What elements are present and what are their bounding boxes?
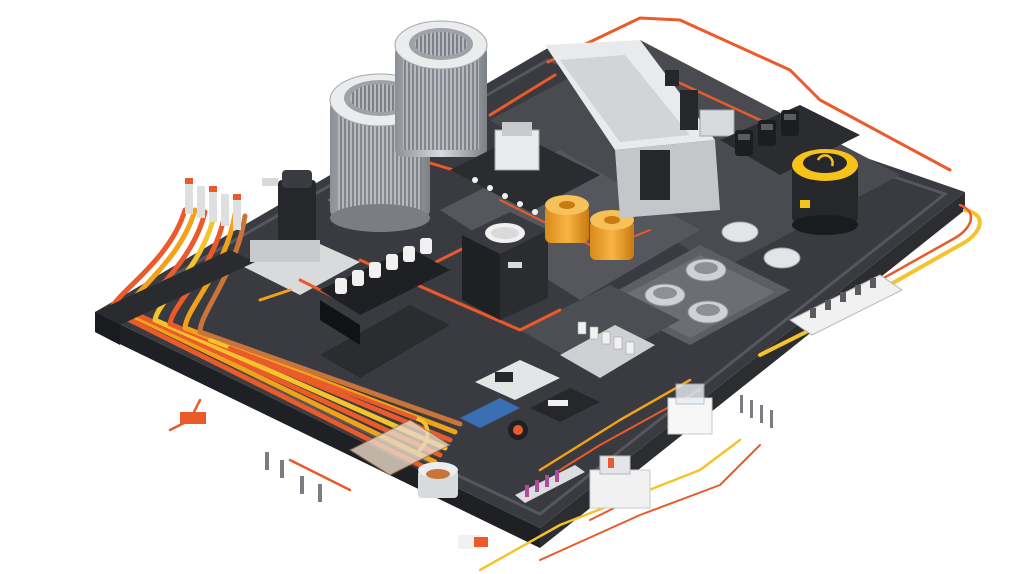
power-rail: [95, 250, 450, 378]
board-side-right: [540, 192, 965, 548]
control-housing: [545, 40, 735, 218]
transformer-coil: [348, 419, 458, 498]
fuse-bank: [577, 321, 635, 355]
fuse-strip-small: [185, 178, 241, 230]
plate-low-light: [560, 325, 655, 378]
contactor-rack: [450, 122, 600, 231]
capacitor-pair: [545, 195, 634, 260]
breaker-module: [720, 105, 860, 175]
loose-connectors: [180, 274, 903, 549]
cooling-fan-tower-right: [394, 20, 488, 157]
terminal-block-row: [320, 238, 450, 345]
mini-circuit-boards: [460, 360, 600, 440]
gauge-dials: [644, 221, 801, 324]
black-relay-box: [462, 212, 548, 320]
valve-assembly: [250, 170, 320, 262]
plate-low: [520, 285, 680, 370]
round-sensor-yellow: [792, 149, 858, 235]
